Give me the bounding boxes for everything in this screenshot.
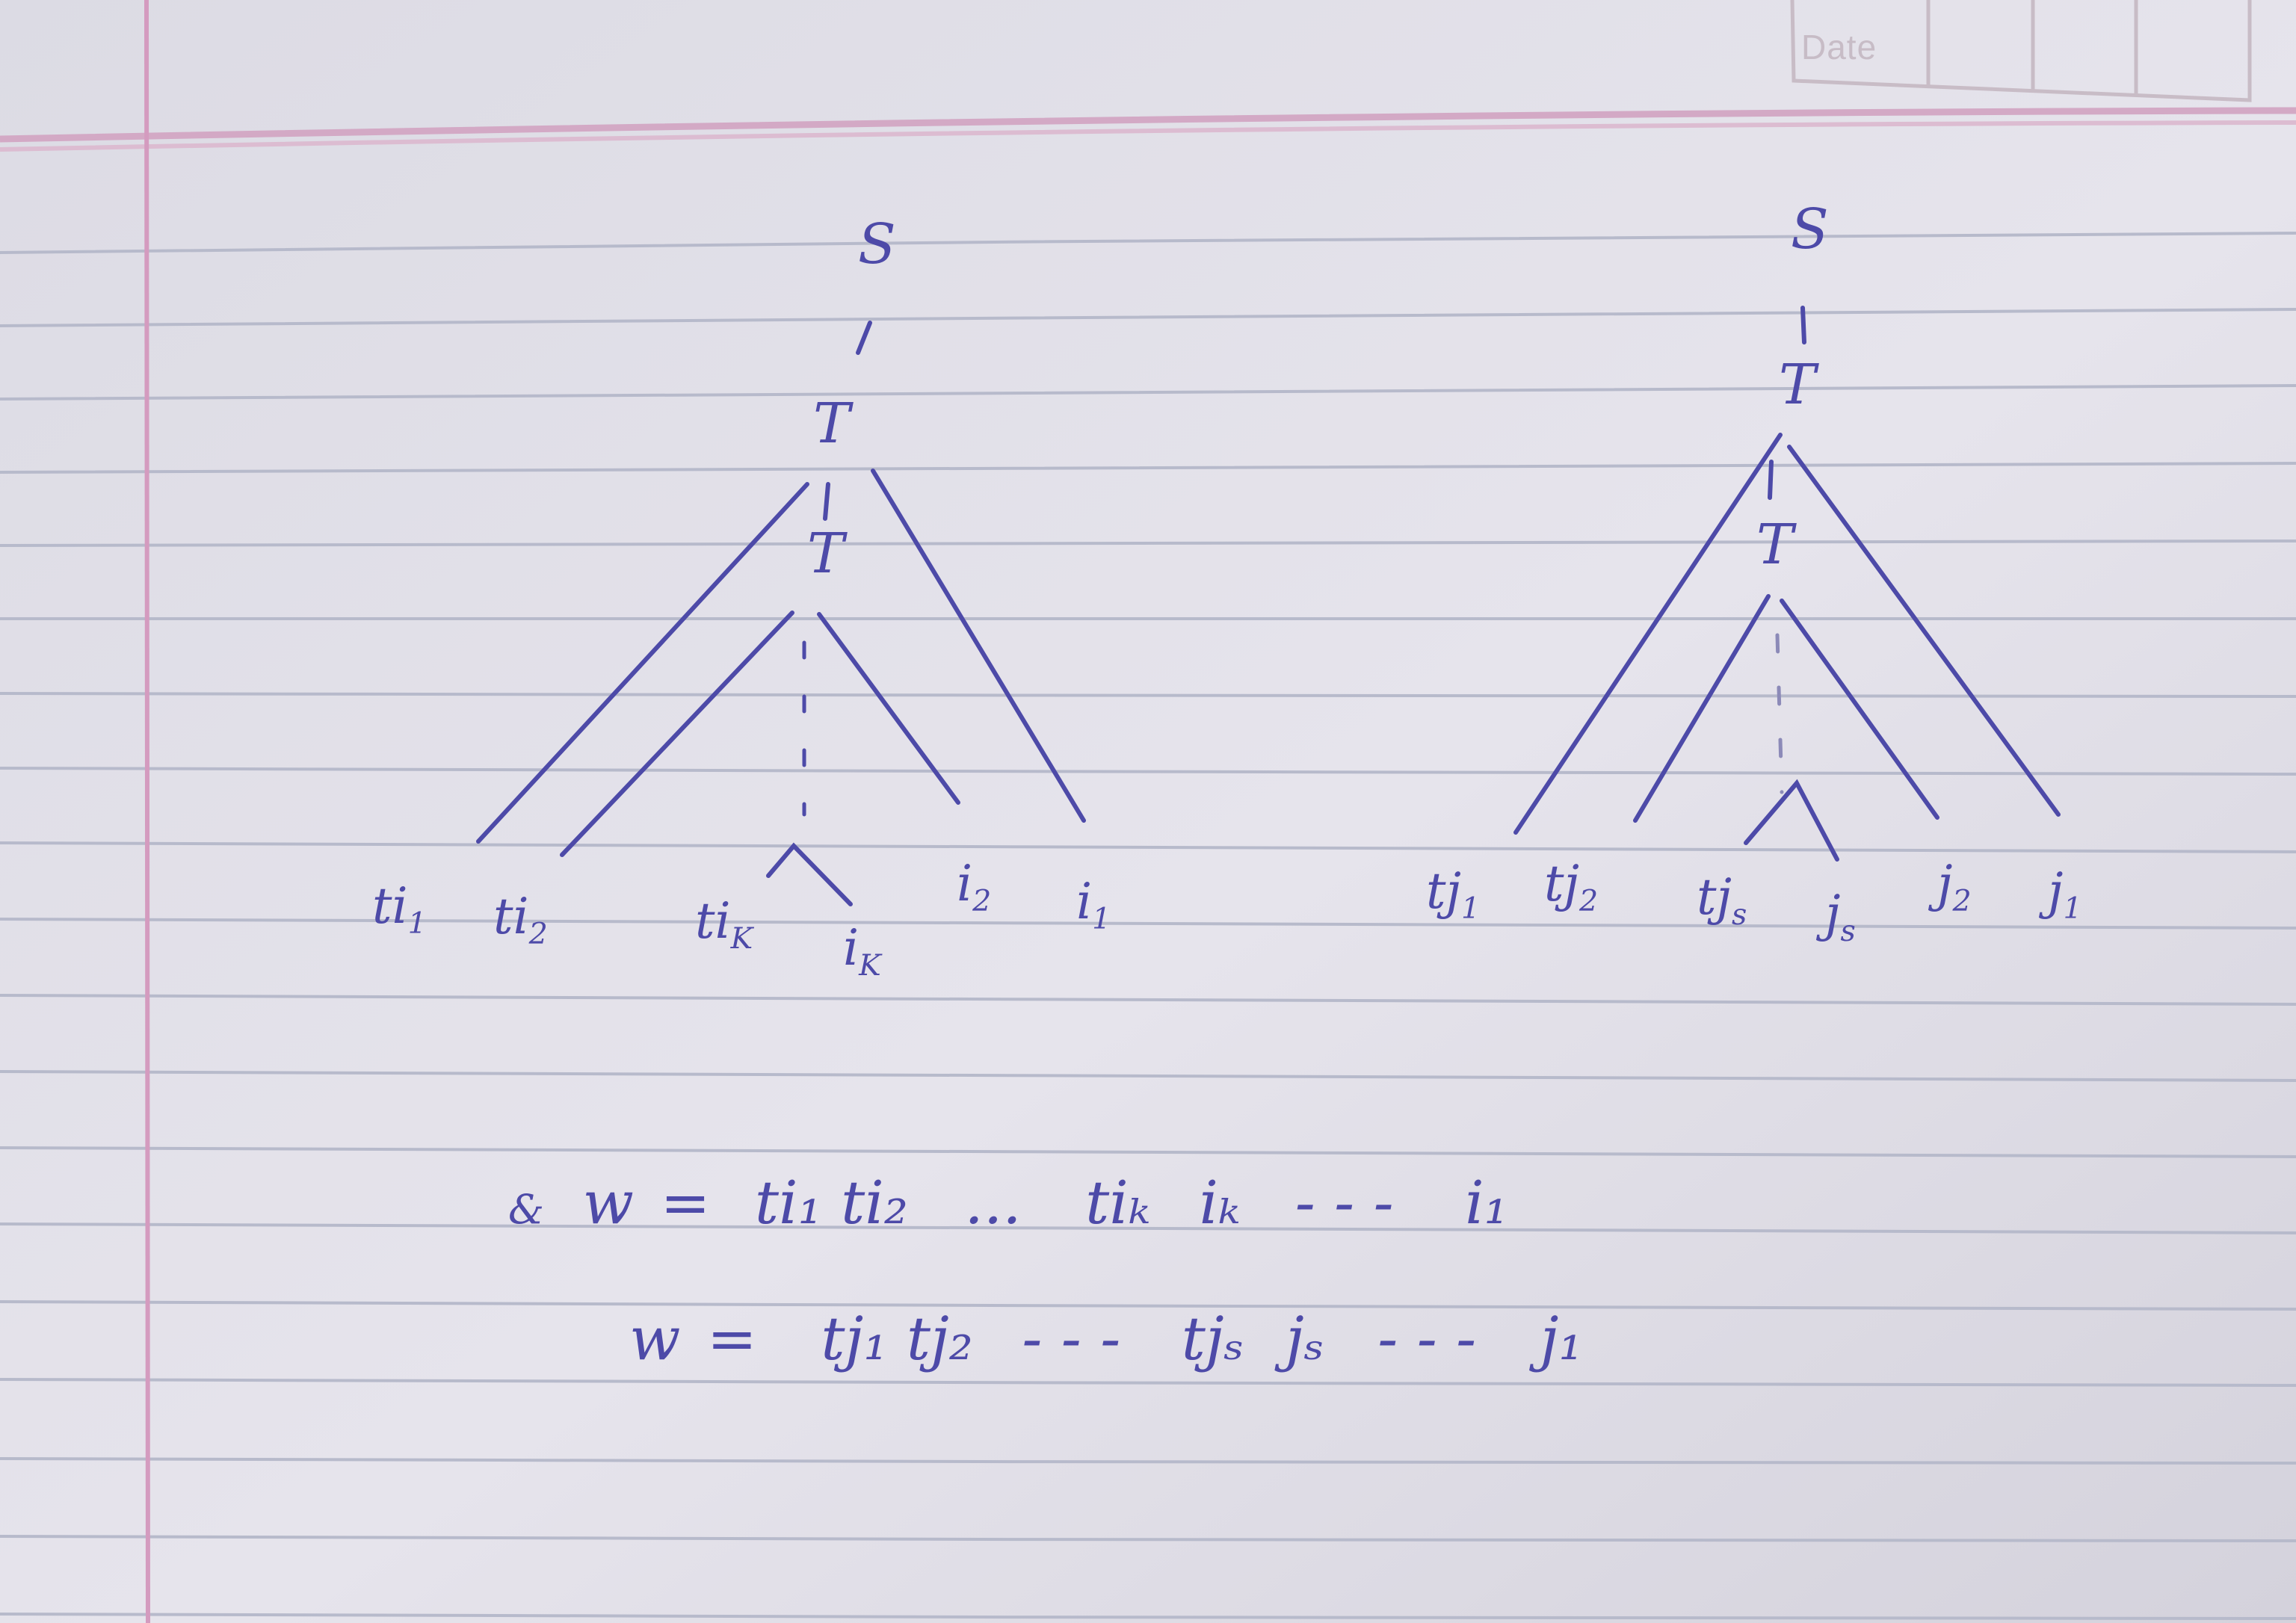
header-rule-top [0, 107, 2296, 143]
equation-1-eq: = [660, 1168, 711, 1237]
left-leaf-ik-base: i [843, 919, 860, 977]
left-leaf-i2: i2 [957, 859, 991, 916]
left-edge-t-t [823, 482, 830, 521]
right-root-label: S [1791, 197, 1829, 262]
equation-1-term-5: - - - [1294, 1168, 1394, 1237]
left-leaf-ti2: ti2 [493, 892, 548, 949]
right-leaf-js-sub: s [1840, 913, 1856, 948]
right-edge-caret [1744, 779, 1839, 862]
left-node-2-label: T [807, 522, 845, 586]
right-edge-outer-right [1787, 445, 2061, 817]
left-leaf-ti1-base: t [372, 877, 392, 935]
equation-1-term-1: ti₁ ti₂ [754, 1168, 908, 1237]
equation-2-term-6: j₁ [1540, 1304, 1583, 1373]
right-edge-outer-left [1513, 433, 1783, 835]
right-edge-inner-left [1633, 594, 1771, 823]
right-leaf-tj1: tj1 [1426, 867, 1480, 924]
left-leaf-ti1: ti1 [372, 882, 427, 939]
equation-2-term-4: jₛ [1286, 1304, 1324, 1373]
right-tree [1513, 306, 2061, 862]
date-label: Date [1801, 28, 1877, 67]
left-leaf-ti2-mark: i [513, 888, 529, 945]
left-leaf-ti1-sub: 1 [407, 906, 427, 941]
equation-1-term-3: tiₖ [1085, 1168, 1151, 1237]
right-leaf-tjs-mark: j [1716, 868, 1732, 926]
right-leaf-tjs-sub: s [1732, 897, 1747, 932]
left-leaf-tik-sub: K [730, 921, 753, 956]
left-node-1-label: T [813, 392, 851, 456]
left-leaf-i1-base: i [1076, 873, 1093, 930]
left-leaf-i1: i1 [1076, 877, 1111, 934]
right-leaf-j1: j1 [2048, 867, 2082, 924]
left-tree [476, 321, 1086, 906]
left-leaf-i2-base: i [957, 855, 973, 912]
left-leaf-tik: tiK [695, 897, 753, 953]
left-root-label: S [858, 212, 896, 276]
equation-2-term-3: tjₛ [1181, 1304, 1244, 1373]
left-leaf-tik-base: t [695, 892, 715, 950]
right-leaf-js-base: j [1825, 885, 1841, 942]
left-edge-outer-right [871, 469, 1086, 823]
right-edge-inner-right [1780, 599, 1939, 820]
left-leaf-tik-mark: i [715, 892, 731, 950]
right-edge-t-t [1768, 460, 1774, 500]
header-rule-bottom [0, 120, 2296, 152]
left-leaf-ik: iK [843, 924, 881, 980]
right-leaf-j2: j2 [1937, 859, 1972, 916]
right-leaf-j2-sub: 2 [1952, 883, 1972, 918]
right-leaf-tj1-mark: j [1445, 862, 1461, 920]
equation-2-term-5: - - - [1377, 1304, 1477, 1373]
right-leaf-tj2: tj2 [1544, 859, 1598, 916]
left-edge-inner-left [560, 610, 794, 857]
equation-2-eq: = [706, 1304, 757, 1373]
right-node-1-label: T [1779, 353, 1816, 417]
left-edge-caret [766, 842, 853, 906]
left-leaf-i1-sub: 1 [1092, 901, 1111, 936]
right-leaf-tj1-sub: 1 [1461, 891, 1481, 926]
right-leaf-tj2-base: t [1544, 855, 1564, 912]
equation-1: & w = ti₁ ti₂ ... tiₖ iₖ - - - i₁ [508, 1173, 1508, 1233]
equation-1-term-4: iₖ [1199, 1168, 1241, 1237]
left-leaf-ik-sub: K [859, 947, 881, 983]
right-leaf-tj2-mark: j [1564, 855, 1579, 912]
left-leaf-i2-sub: 2 [972, 883, 992, 918]
right-leaf-tjs: tjs [1697, 873, 1747, 930]
equation-1-term-6: i₁ [1465, 1168, 1508, 1237]
equation-1-lhs: w [582, 1168, 634, 1237]
equation-2-lhs: w [629, 1304, 681, 1373]
right-edge-s-t [1800, 306, 1806, 344]
equation-1-term-2: ... [964, 1168, 1022, 1237]
equation-1-bullet: & [508, 1186, 545, 1233]
ruled-lines [0, 232, 2296, 1620]
equation-2-term-1: tj₁ tj₂ [821, 1304, 973, 1373]
equation-2-term-2: - - - [1022, 1304, 1121, 1373]
right-leaf-tj2-sub: 2 [1579, 883, 1599, 918]
left-edge-inner-right [817, 612, 960, 805]
margin-line [144, 0, 150, 1623]
left-edge-outer-left [476, 482, 809, 844]
right-leaf-tjs-base: t [1697, 868, 1717, 926]
right-node-2-label: T [1756, 513, 1794, 577]
left-leaf-ti2-base: t [493, 888, 513, 945]
date-box [1790, 0, 2252, 102]
left-edge-s-t [856, 321, 872, 355]
equation-2: w = tj₁ tj₂ - - - tjₛ jₛ - - - j₁ [568, 1309, 1583, 1369]
right-leaf-j1-sub: 1 [2063, 891, 2082, 926]
right-leaf-j2-base: j [1937, 855, 1953, 912]
right-leaf-j1-base: j [2048, 862, 2064, 920]
right-leaf-tj1-base: t [1426, 862, 1446, 920]
left-leaf-ti1-mark: i [392, 877, 408, 935]
right-leaf-js: js [1825, 889, 1856, 946]
left-leaf-ti2-sub: 2 [528, 916, 548, 951]
